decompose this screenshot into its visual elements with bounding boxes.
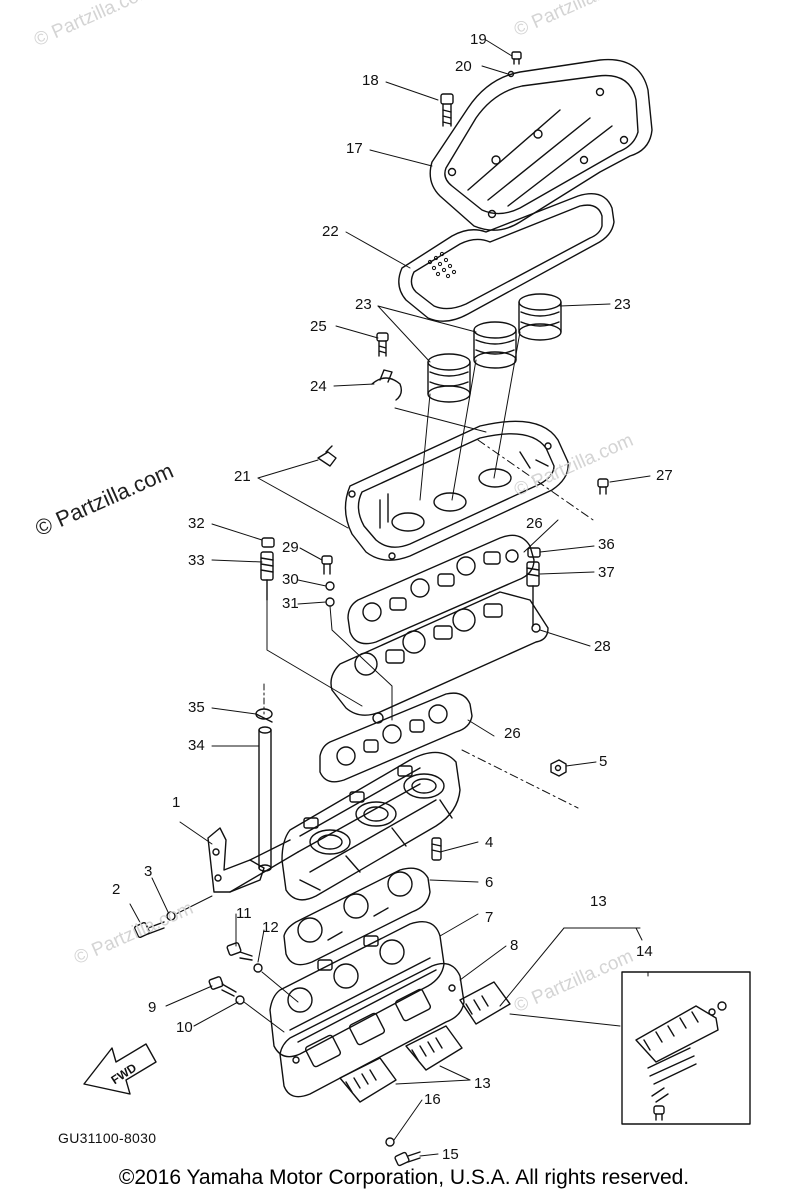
nut-part-36 <box>527 547 541 558</box>
fwd-arrow-icon <box>83 1043 157 1095</box>
cover-gasket-part <box>398 193 615 322</box>
bolt-part-15 <box>394 1151 421 1167</box>
reed-valve-detail-inset <box>621 971 751 1125</box>
adaptor-plate-part <box>330 591 549 724</box>
callout-33: 33 <box>188 552 205 569</box>
reed-valve-parts <box>339 981 511 1103</box>
callout-12: 12 <box>262 919 279 936</box>
callout-7: 7 <box>485 909 494 926</box>
callout-9: 9 <box>148 999 157 1016</box>
fwd-label: FWD <box>108 1060 139 1087</box>
stud-part-4 <box>431 837 442 861</box>
callout-27: 27 <box>656 467 673 484</box>
callout-13: 13 <box>590 893 607 910</box>
callout-14: 14 <box>636 943 653 960</box>
callout-35: 35 <box>188 699 205 716</box>
bolt-part-11 <box>226 942 253 961</box>
callout-1: 1 <box>172 794 181 811</box>
callout-25: 25 <box>310 318 327 335</box>
bracket-part-1 <box>207 827 299 893</box>
callout-8: 8 <box>510 937 519 954</box>
callout-13: 13 <box>474 1075 491 1092</box>
clip-part-24 <box>371 369 403 401</box>
callout-23: 23 <box>614 296 631 313</box>
callout-18: 18 <box>362 72 379 89</box>
callout-36: 36 <box>598 536 615 553</box>
diagram-code: GU31100-8030 <box>58 1130 157 1146</box>
bolt-part-18 <box>440 93 454 127</box>
callout-28: 28 <box>594 638 611 655</box>
nut-part-5 <box>550 759 567 777</box>
callout-11: 11 <box>236 905 252 922</box>
washer-part-3 <box>166 911 176 921</box>
stud-part-33 <box>260 551 274 601</box>
washer-part-30 <box>325 581 335 591</box>
callout-16: 16 <box>424 1091 441 1108</box>
copyright-notice: ©2016 Yamaha Motor Corporation, U.S.A. A… <box>118 1166 690 1189</box>
carburetor-assembly-part <box>281 751 461 901</box>
washer-part-12 <box>253 963 263 973</box>
callout-21: 21 <box>234 468 251 485</box>
bolt-part-25 <box>376 332 389 357</box>
callout-6: 6 <box>485 874 494 891</box>
silencer-housing-part <box>317 420 569 561</box>
screw-part-19 <box>511 51 522 65</box>
callout-5: 5 <box>599 753 608 770</box>
callout-26: 26 <box>526 515 543 532</box>
callout-10: 10 <box>176 1019 193 1036</box>
washer-part-10 <box>235 995 245 1005</box>
callout-32: 32 <box>188 515 205 532</box>
callout-34: 34 <box>188 737 205 754</box>
callout-19: 19 <box>470 31 487 48</box>
intake-boot-parts <box>427 293 562 403</box>
callout-15: 15 <box>442 1146 459 1163</box>
callout-17: 17 <box>346 140 363 157</box>
callout-3: 3 <box>144 863 153 880</box>
washer-part-16 <box>385 1137 395 1147</box>
bolt-part-2 <box>133 921 165 939</box>
carburetor-gasket-part <box>283 867 431 966</box>
callout-37: 37 <box>598 564 615 581</box>
clamp-part-35 <box>255 708 273 723</box>
hose-part-34 <box>258 726 272 872</box>
bolt-part-9 <box>208 976 237 997</box>
upper-gasket-part <box>347 534 535 645</box>
callout-24: 24 <box>310 378 327 395</box>
reed-housing-part <box>269 921 445 1058</box>
callout-31: 31 <box>282 595 299 612</box>
callout-26: 26 <box>504 725 521 742</box>
callout-4: 4 <box>485 834 494 851</box>
lower-gasket-part <box>319 692 473 783</box>
reed-plate-part <box>279 962 465 1098</box>
callout-29: 29 <box>282 539 299 556</box>
callout-30: 30 <box>282 571 299 588</box>
callout-23: 23 <box>355 296 372 313</box>
washer-part-31 <box>325 597 335 607</box>
screw-part-27 <box>597 478 609 495</box>
nut-part-32 <box>261 537 275 548</box>
callout-20: 20 <box>455 58 472 75</box>
bolt-part-29 <box>321 555 333 575</box>
callout-2: 2 <box>112 881 121 898</box>
stud-part-37 <box>526 561 540 627</box>
top-cover-part <box>429 58 653 231</box>
callout-22: 22 <box>322 223 339 240</box>
